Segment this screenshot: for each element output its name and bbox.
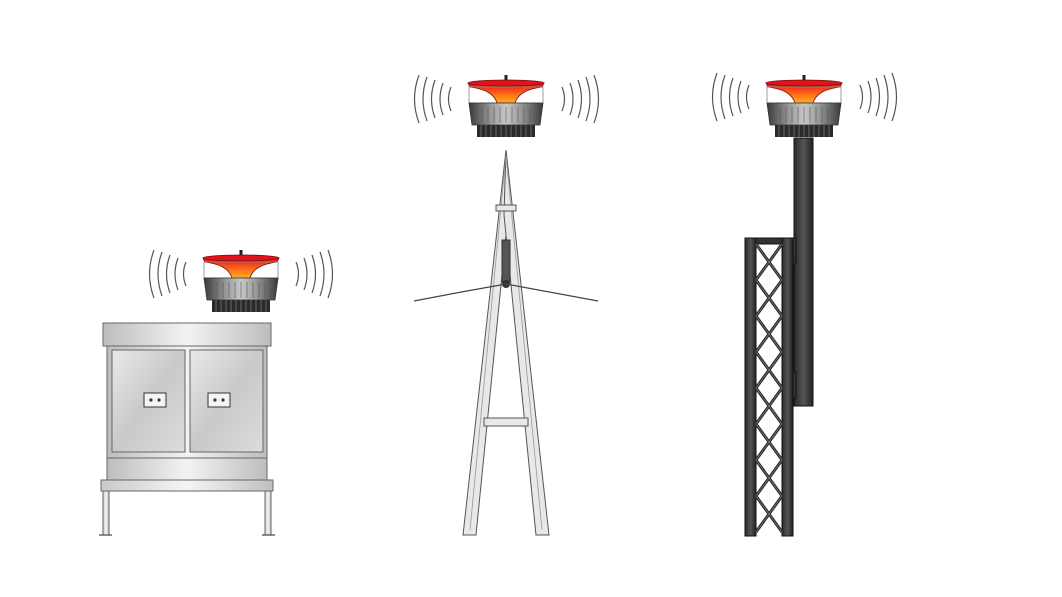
tower-mounted-light bbox=[413, 74, 600, 536]
warning-light-icon bbox=[202, 249, 280, 313]
door-handle-icon bbox=[143, 392, 167, 408]
cabinet-mounted-light bbox=[99, 249, 334, 536]
transmission-tower bbox=[413, 149, 599, 536]
warning-light-icon bbox=[765, 74, 843, 138]
warning-light-icon bbox=[467, 74, 545, 138]
equipment-cabinet bbox=[99, 322, 275, 536]
lattice-mast-with-pole bbox=[744, 137, 814, 537]
pole-mounted-light bbox=[711, 72, 898, 537]
door-handle-icon bbox=[207, 392, 231, 408]
